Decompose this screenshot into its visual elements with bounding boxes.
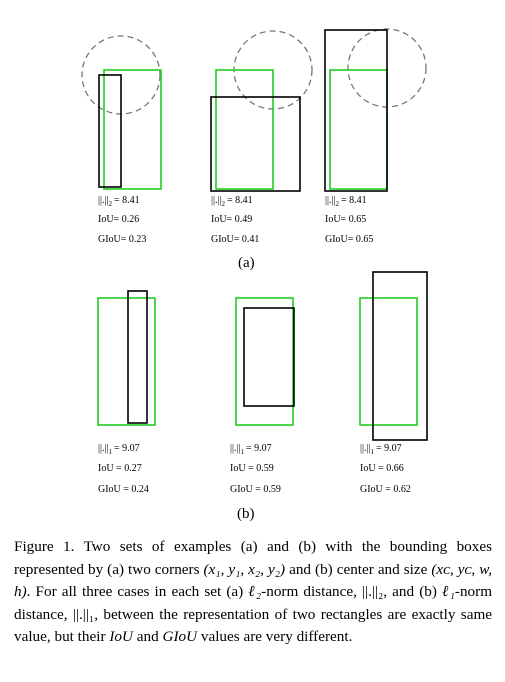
caption-text: , and (b) xyxy=(383,583,442,600)
caption-text: -norm distance, xyxy=(14,583,493,623)
iou-label: IoU = 0.59 xyxy=(230,463,274,474)
example-b2 xyxy=(235,297,295,426)
metrics-a2: ||.||2= 8.41 IoU= 0.49 GIoU= 0.41 xyxy=(211,195,259,245)
caption-text: values are very different. xyxy=(197,628,353,645)
example-a3 xyxy=(324,28,427,192)
caption-math: IoU xyxy=(109,628,133,645)
caption-math: (x₁, y₁, x₂, y₂) xyxy=(203,560,286,578)
example-b3 xyxy=(359,271,428,441)
iou-label: IoU = 0.66 xyxy=(360,463,404,474)
caption-text: Two sets of examples (a) and (b) with th… xyxy=(14,538,492,578)
norm-label: ||.||2= 8.41 xyxy=(211,195,253,208)
caption-math: GIoU xyxy=(162,628,198,645)
giou-label: GIoU= 0.41 xyxy=(211,234,259,245)
metrics-a1: ||.||2= 8.41 IoU= 0.26 GIoU= 0.23 xyxy=(98,195,146,245)
caption-text: and xyxy=(132,628,163,645)
caption-math: ||.||₁ xyxy=(72,605,95,623)
target-box xyxy=(235,297,294,426)
iou-label: IoU= 0.65 xyxy=(325,214,366,225)
giou-label: GIoU= 0.65 xyxy=(325,234,373,245)
caption-text: , between the representation of two rect… xyxy=(14,605,492,646)
figure-caption: Figure 1. Two sets of examples (a) and (… xyxy=(14,536,492,649)
norm-label: ||.||1= 9.07 xyxy=(230,443,272,456)
target-box xyxy=(103,69,162,190)
predicted-box xyxy=(210,96,301,192)
predicted-box xyxy=(243,307,295,407)
caption-text: -norm distance, xyxy=(261,583,363,600)
caption-text: . For all three cases in each set (a) xyxy=(26,583,249,600)
iou-label: IoU= 0.26 xyxy=(98,214,139,225)
predicted-box xyxy=(324,29,388,192)
example-a2 xyxy=(210,30,313,192)
set-a: ||.||2= 8.41 IoU= 0.26 GIoU= 0.23 ||.||2… xyxy=(81,28,427,271)
target-box xyxy=(359,297,418,426)
caption-math: ℓ₁ xyxy=(442,583,455,600)
iou-label: IoU = 0.27 xyxy=(98,463,142,474)
iou-label: IoU= 0.49 xyxy=(211,214,252,225)
example-a1 xyxy=(81,35,162,190)
caption-math: ||.||₂ xyxy=(362,583,384,600)
giou-label: GIoU= 0.23 xyxy=(98,234,146,245)
norm-label: ||.||1= 9.07 xyxy=(360,443,402,456)
target-box xyxy=(97,297,156,426)
metrics-b3: ||.||1= 9.07 IoU = 0.66 GIoU = 0.62 xyxy=(360,443,411,495)
metrics-b2: ||.||1= 9.07 IoU = 0.59 GIoU = 0.59 xyxy=(230,443,281,495)
caption-math: (xᴄ, yᴄ, w, h) xyxy=(14,560,493,601)
set-b: ||.||1= 9.07 IoU = 0.27 GIoU = 0.24 ||.|… xyxy=(97,271,428,522)
metrics-b1: ||.||1= 9.07 IoU = 0.27 GIoU = 0.24 xyxy=(98,443,149,495)
caption-prefix: Figure 1. xyxy=(14,538,75,555)
target-box xyxy=(329,69,388,190)
predicted-box xyxy=(127,290,148,424)
set-a-label: (a) xyxy=(238,255,255,271)
giou-label: GIoU = 0.62 xyxy=(360,484,411,495)
giou-label: GIoU = 0.59 xyxy=(230,484,281,495)
metrics-a3: ||.||2= 8.41 IoU= 0.65 GIoU= 0.65 xyxy=(325,195,373,245)
figure-1: ||.||2= 8.41 IoU= 0.26 GIoU= 0.23 ||.||2… xyxy=(81,28,428,522)
example-b1 xyxy=(97,290,156,426)
giou-label: GIoU = 0.24 xyxy=(98,484,149,495)
set-b-label: (b) xyxy=(237,506,255,522)
predicted-box xyxy=(372,271,428,441)
norm-label: ||.||1= 9.07 xyxy=(98,443,140,456)
caption-math: ℓ₂ xyxy=(248,583,262,600)
predicted-box xyxy=(98,74,122,188)
target-box xyxy=(215,69,274,190)
norm-label: ||.||2= 8.41 xyxy=(98,195,140,208)
caption-text: and (b) center and size xyxy=(285,560,432,578)
norm-label: ||.||2= 8.41 xyxy=(325,195,367,208)
